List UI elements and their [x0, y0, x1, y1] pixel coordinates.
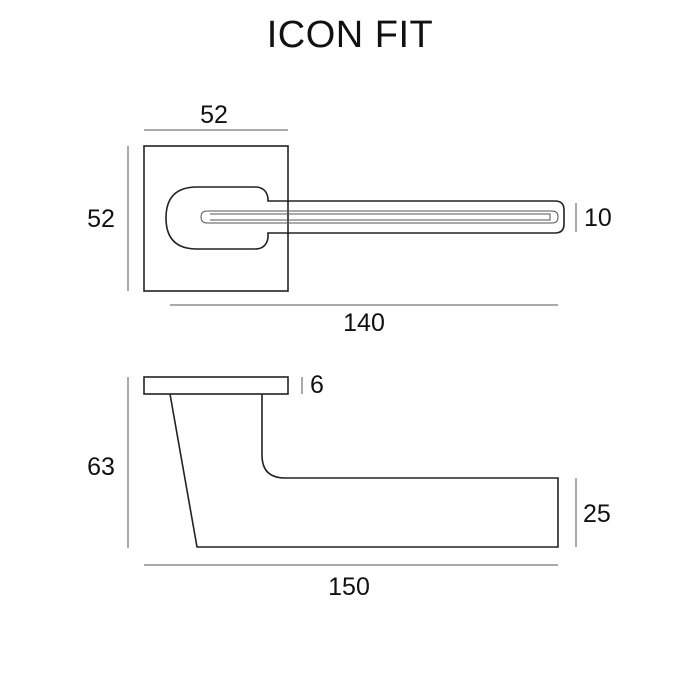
dim-handle-thickness: 10 [575, 203, 612, 232]
dim-rose-width: 52 [144, 101, 288, 131]
dim-rose-thickness: 6 [301, 371, 324, 399]
dim-handle-thickness-label: 10 [584, 204, 612, 232]
dim-handle-length: 140 [170, 304, 558, 337]
product-title: ICON FIT [266, 14, 434, 56]
side-view [143, 376, 559, 548]
dim-overall-length-label: 150 [328, 573, 370, 601]
dim-grip-height-label: 25 [583, 500, 611, 528]
dim-grip-height: 25 [575, 478, 611, 547]
dim-overall-length: 150 [144, 564, 558, 601]
dim-projection-label: 63 [87, 453, 115, 481]
dim-rose-height-label: 52 [87, 205, 115, 233]
lever-groove-edge [210, 213, 551, 221]
rose-plate [143, 376, 289, 395]
lever-groove [200, 210, 559, 224]
dim-handle-length-label: 140 [343, 309, 385, 337]
lever-outline [165, 186, 565, 250]
top-view [143, 145, 565, 292]
dim-projection: 63 [87, 377, 129, 548]
handle-body [169, 393, 559, 548]
dim-rose-height: 52 [87, 146, 129, 291]
dim-rose-thickness-label: 6 [310, 371, 324, 399]
dim-rose-width-label: 52 [200, 101, 228, 129]
square-rose [143, 145, 289, 292]
